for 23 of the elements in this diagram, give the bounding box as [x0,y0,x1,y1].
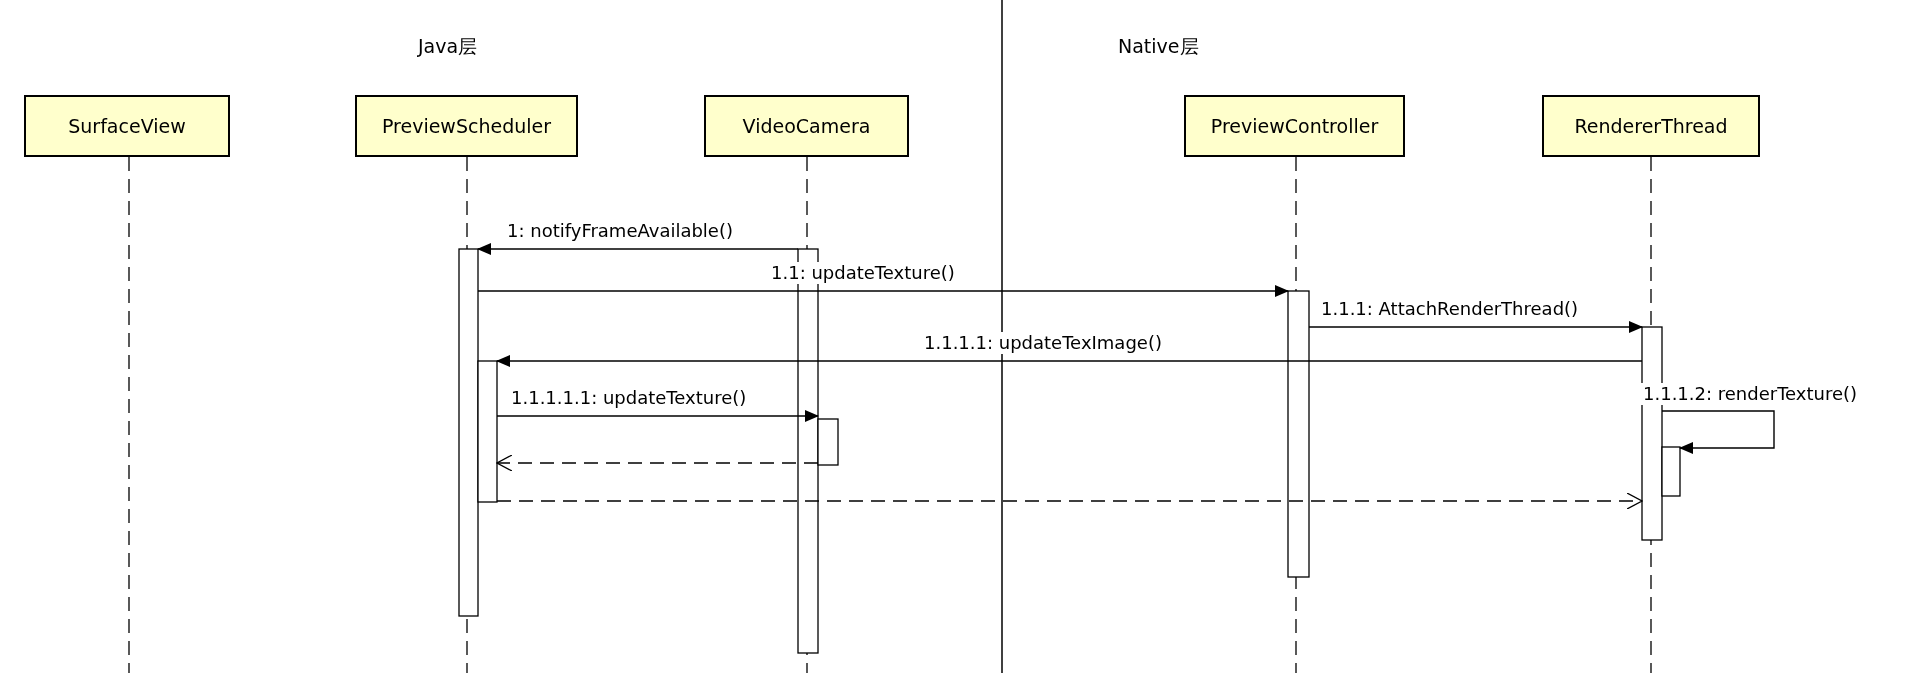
activation-bar [1287,290,1310,578]
layer-heading: Native层 [1118,34,1199,59]
message-arrow [496,410,819,422]
layer-heading: Java层 [418,34,478,59]
message-arrow [1308,321,1643,333]
message-label: 1.1.1.1: updateTexImage() [922,332,1164,354]
message-label: 1: notifyFrameAvailable() [505,220,735,242]
participant-box: PreviewController [1184,95,1405,157]
return-arrow [496,492,1643,510]
participant-box: SurfaceView [24,95,230,157]
participant-box: RendererThread [1542,95,1760,157]
activation-bar [477,360,498,503]
message-arrow [1661,410,1775,454]
message-label: 1.1: updateTexture() [769,262,957,284]
participant-box: PreviewScheduler [355,95,578,157]
activation-bar [458,248,479,617]
message-arrow [477,285,1289,297]
activation-bar [817,418,839,466]
message-arrow [477,243,799,255]
participant-box: VideoCamera [704,95,909,157]
return-arrow [496,454,819,472]
message-arrow [496,355,1643,367]
activation-bar [1661,446,1681,497]
